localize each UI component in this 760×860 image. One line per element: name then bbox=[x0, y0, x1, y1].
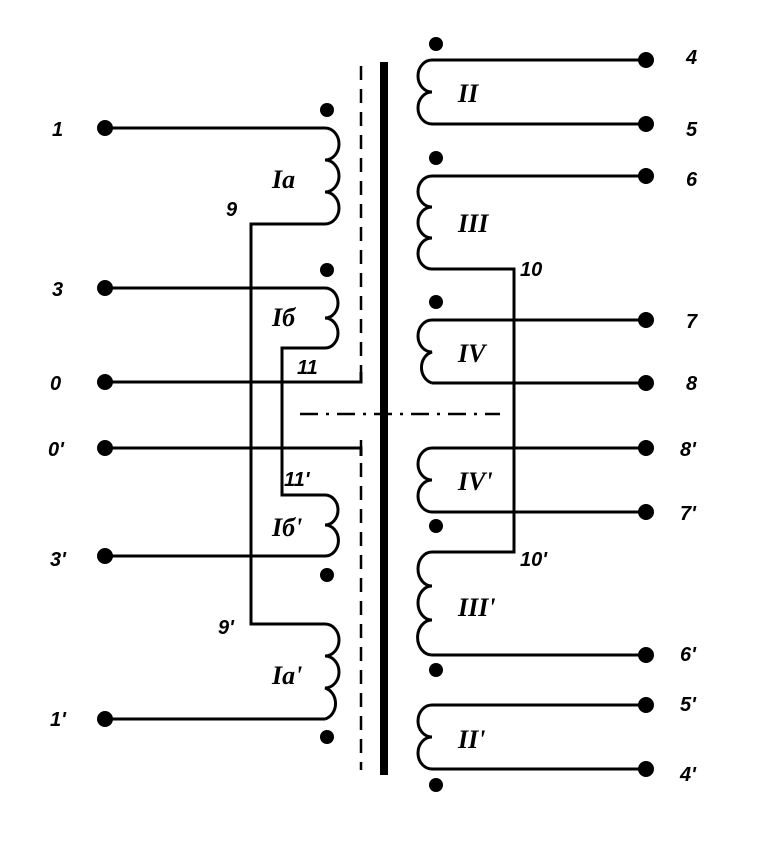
terminal-label-7: 7 bbox=[686, 311, 698, 333]
junction-label-10: 10 bbox=[520, 259, 542, 281]
wire-0p bbox=[105, 446, 363, 456]
terminal-dot-5p bbox=[638, 697, 654, 713]
wire-0 bbox=[105, 372, 363, 384]
terminal-dot-3p bbox=[97, 548, 113, 564]
winding-Ib bbox=[105, 286, 340, 497]
junction-label-11: 11 bbox=[297, 357, 318, 379]
polarity-dot-IIIp bbox=[429, 663, 443, 677]
terminal-label-6: 6 bbox=[686, 169, 698, 191]
winding-label-Ib: Iб bbox=[271, 303, 296, 332]
winding-IIp bbox=[416, 703, 646, 771]
winding-II bbox=[416, 58, 646, 126]
terminal-dot-3 bbox=[97, 280, 113, 296]
terminal-label-8p: 8' bbox=[680, 439, 697, 461]
winding-label-II: II bbox=[457, 79, 479, 108]
winding-Ia bbox=[105, 126, 341, 626]
polarity-dot-IVp bbox=[429, 519, 443, 533]
terminal-label-1p: 1' bbox=[50, 709, 67, 731]
terminal-dot-4p bbox=[638, 761, 654, 777]
terminal-dot-1p bbox=[97, 711, 113, 727]
junction-label-10p: 10' bbox=[520, 549, 548, 571]
junction-label-9p: 9' bbox=[218, 617, 235, 639]
winding-label-Ia: Ia bbox=[271, 165, 295, 194]
polarity-dot-II bbox=[429, 37, 443, 51]
polarity-dot-III bbox=[429, 151, 443, 165]
terminal-dot-4 bbox=[638, 52, 654, 68]
terminal-label-4p: 4' bbox=[679, 764, 697, 786]
winding-label-IV: IV bbox=[457, 339, 488, 368]
winding-IV bbox=[416, 318, 646, 385]
winding-label-Ibp: Iб' bbox=[271, 513, 302, 542]
terminal-dot-8 bbox=[638, 375, 654, 391]
junction-label-11p: 11' bbox=[284, 469, 311, 491]
terminal-dot-0p bbox=[97, 440, 113, 456]
terminal-label-0p: 0' bbox=[48, 439, 65, 461]
terminal-label-3p: 3' bbox=[50, 549, 67, 571]
terminal-label-4: 4 bbox=[685, 47, 697, 69]
terminal-dot-1 bbox=[97, 120, 113, 136]
winding-label-III: III bbox=[457, 209, 489, 238]
winding-Iap bbox=[105, 622, 341, 721]
terminal-dot-6p bbox=[638, 647, 654, 663]
polarity-dot-IV bbox=[429, 295, 443, 309]
winding-label-IVp: IV' bbox=[457, 467, 493, 496]
junction-label-9: 9 bbox=[226, 199, 238, 221]
terminal-label-5p: 5' bbox=[680, 694, 697, 716]
winding-Ibp bbox=[105, 493, 340, 558]
terminal-label-5: 5 bbox=[686, 119, 698, 141]
polarity-dot-IIp bbox=[429, 778, 443, 792]
polarity-dot-Ia bbox=[320, 103, 334, 117]
terminal-dot-6 bbox=[638, 168, 654, 184]
terminal-dot-7p bbox=[638, 504, 654, 520]
winding-label-Iap: Ia' bbox=[271, 661, 302, 690]
polarity-dot-Iap bbox=[320, 730, 334, 744]
winding-IVp bbox=[416, 446, 646, 514]
terminal-label-8: 8 bbox=[686, 373, 698, 395]
winding-IIIp bbox=[416, 550, 646, 657]
terminal-label-7p: 7' bbox=[680, 503, 697, 525]
polarity-dot-Ib bbox=[320, 263, 334, 277]
terminal-label-6p: 6' bbox=[680, 644, 697, 666]
winding-label-IIp: II' bbox=[457, 725, 485, 754]
terminal-label-0: 0 bbox=[50, 373, 61, 395]
terminal-label-1: 1 bbox=[52, 119, 63, 141]
terminal-dot-8p bbox=[638, 440, 654, 456]
winding-III bbox=[416, 174, 646, 554]
terminal-dot-5 bbox=[638, 116, 654, 132]
terminal-dot-0 bbox=[97, 374, 113, 390]
terminal-label-3: 3 bbox=[52, 279, 63, 301]
winding-label-IIIp: III' bbox=[457, 593, 496, 622]
terminal-dot-7 bbox=[638, 312, 654, 328]
polarity-dot-Ibp bbox=[320, 568, 334, 582]
